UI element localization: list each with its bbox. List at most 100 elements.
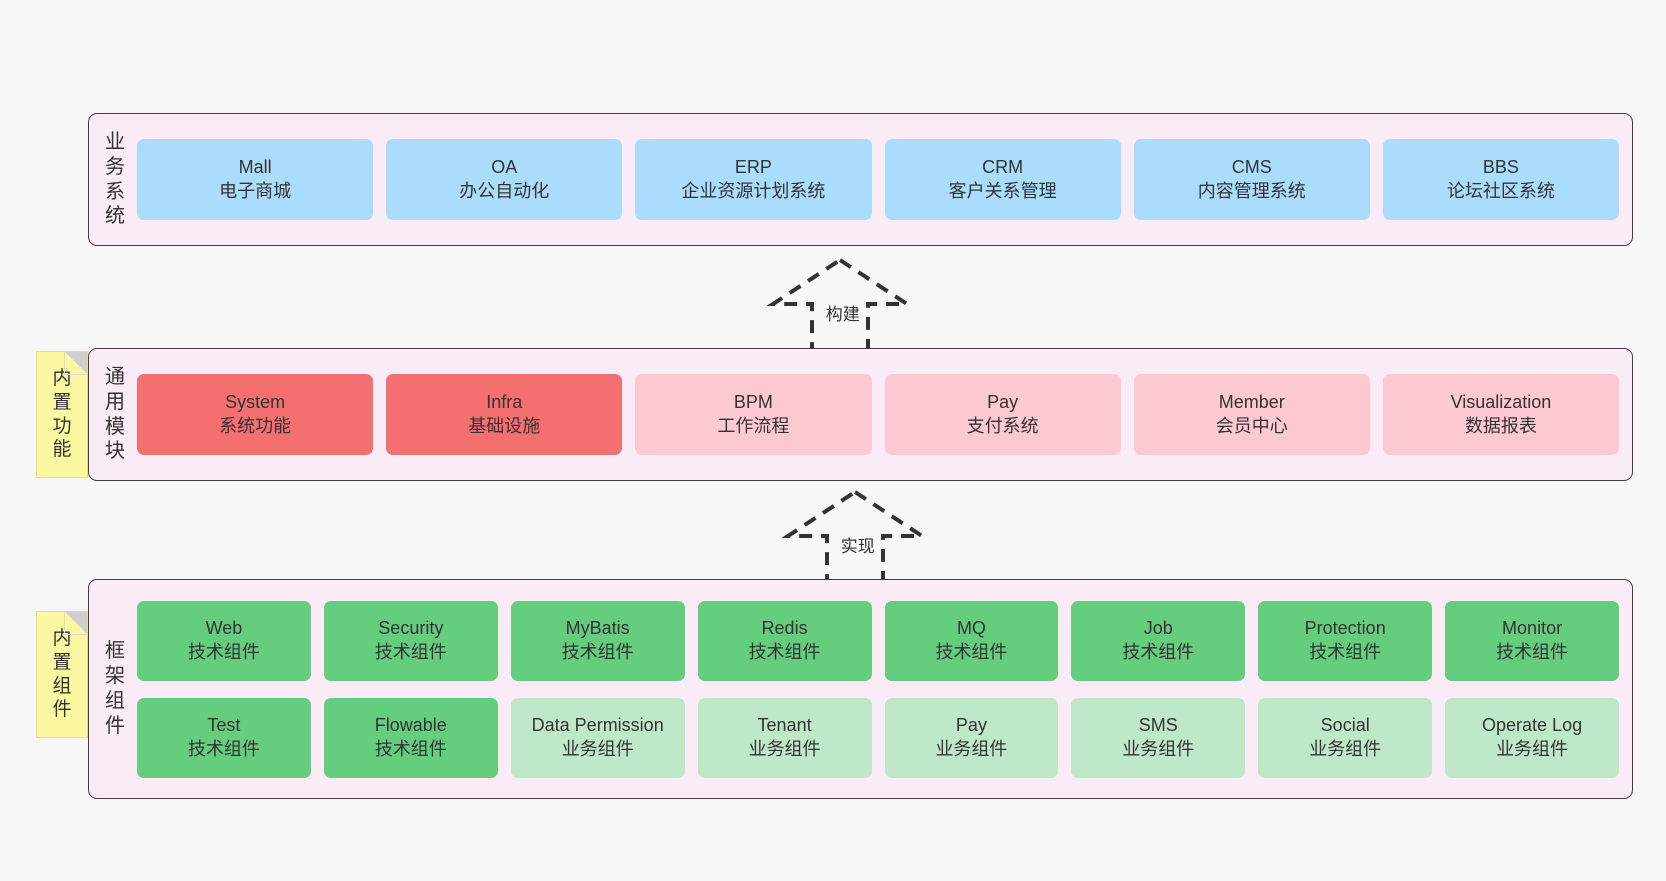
card-test-sub: 技术组件 <box>187 738 260 759</box>
card-sms[interactable]: SMS 业务组件 <box>1071 697 1246 778</box>
card-visualization-sub: 数据报表 <box>1464 415 1537 436</box>
arrow-realize-label: 实现 <box>840 537 875 556</box>
card-mq-name: MQ <box>956 618 986 639</box>
card-bbs-name: BBS <box>1482 157 1519 178</box>
card-oa-name: OA <box>491 157 518 178</box>
card-data-permission-sub: 业务组件 <box>561 738 634 759</box>
card-erp-name: ERP <box>734 157 772 178</box>
card-erp[interactable]: ERP 企业资源计划系统 <box>635 139 872 220</box>
card-social-name: Social <box>1320 715 1370 736</box>
card-system-sub: 系统功能 <box>219 415 292 436</box>
card-cms-sub: 内容管理系统 <box>1197 180 1306 201</box>
note-builtin-components[interactable]: 内 置 组 件 <box>36 611 88 738</box>
note-builtin-features-label: 内 置 功 能 <box>52 367 72 461</box>
card-oa-sub: 办公自动化 <box>459 180 550 201</box>
card-pay-module-name: Pay <box>987 392 1019 413</box>
card-data-permission-name: Data Permission <box>531 715 664 736</box>
card-row-modules: System 系统功能 Infra 基础设施 BPM 工作流程 Pay 支付系统… <box>137 374 1620 455</box>
arrow-build-label: 构建 <box>825 305 860 324</box>
card-protection-sub: 技术组件 <box>1309 641 1382 662</box>
card-sms-sub: 业务组件 <box>1122 738 1195 759</box>
layer-framework-components: 框 架 组 件 Web 技术组件 Security 技术组件 MyBatis 技… <box>88 579 1633 799</box>
note-builtin-components-label: 内 置 组 件 <box>52 627 72 721</box>
card-member-name: Member <box>1218 392 1285 413</box>
layer-title-framework: 框 架 组 件 <box>105 640 125 737</box>
card-bpm-sub: 工作流程 <box>717 415 790 436</box>
card-erp-sub: 企业资源计划系统 <box>681 180 826 201</box>
card-pay-module-sub: 支付系统 <box>966 415 1039 436</box>
layer-title-modules: 通 用 模 块 <box>105 365 125 463</box>
card-operate-log[interactable]: Operate Log 业务组件 <box>1445 697 1619 778</box>
card-bpm[interactable]: BPM 工作流程 <box>635 374 872 455</box>
note-builtin-features[interactable]: 内 置 功 能 <box>36 351 88 478</box>
arrow-build: 构建 <box>755 256 925 354</box>
card-pay-component-sub: 业务组件 <box>935 738 1008 759</box>
card-flowable-name: Flowable <box>374 715 447 736</box>
card-row-business: Mall 电子商城 OA 办公自动化 ERP 企业资源计划系统 CRM 客户关系… <box>137 139 1620 220</box>
card-test-name: Test <box>207 715 241 736</box>
card-crm-sub: 客户关系管理 <box>948 180 1057 201</box>
card-social-sub: 业务组件 <box>1309 738 1382 759</box>
card-crm-name: CRM <box>982 157 1024 178</box>
card-security-name: Security <box>378 618 444 639</box>
card-bbs[interactable]: BBS 论坛社区系统 <box>1382 139 1620 220</box>
card-member[interactable]: Member 会员中心 <box>1133 374 1370 455</box>
arrow-realize: 实现 <box>770 488 940 586</box>
card-redis[interactable]: Redis 技术组件 <box>697 600 872 681</box>
card-row-framework-business: Test 技术组件 Flowable 技术组件 Data Permission … <box>137 697 1619 778</box>
card-operate-log-name: Operate Log <box>1482 715 1583 736</box>
card-monitor-name: Monitor <box>1502 618 1563 639</box>
card-tenant-sub: 业务组件 <box>748 738 821 759</box>
cards-area-business: Mall 电子商城 OA 办公自动化 ERP 企业资源计划系统 CRM 客户关系… <box>137 114 1632 245</box>
card-infra[interactable]: Infra 基础设施 <box>386 374 623 455</box>
card-monitor[interactable]: Monitor 技术组件 <box>1445 600 1619 681</box>
card-security-sub: 技术组件 <box>374 641 447 662</box>
card-protection[interactable]: Protection 技术组件 <box>1258 600 1433 681</box>
card-cms-name: CMS <box>1231 157 1272 178</box>
card-bbs-sub: 论坛社区系统 <box>1446 180 1555 201</box>
card-pay-component[interactable]: Pay 业务组件 <box>884 697 1059 778</box>
card-sms-name: SMS <box>1138 715 1178 736</box>
card-system-name: System <box>225 392 286 413</box>
card-crm[interactable]: CRM 客户关系管理 <box>884 139 1121 220</box>
layer-common-modules: 通 用 模 块 System 系统功能 Infra 基础设施 BPM 工作流程 … <box>88 348 1633 481</box>
card-flowable-sub: 技术组件 <box>374 738 447 759</box>
card-operate-log-sub: 业务组件 <box>1496 738 1569 759</box>
card-job-name: Job <box>1143 618 1173 639</box>
card-member-sub: 会员中心 <box>1215 415 1288 436</box>
card-mq[interactable]: MQ 技术组件 <box>884 600 1059 681</box>
card-cms[interactable]: CMS 内容管理系统 <box>1133 139 1370 220</box>
card-infra-sub: 基础设施 <box>468 415 541 436</box>
card-pay-module[interactable]: Pay 支付系统 <box>884 374 1121 455</box>
cards-area-framework: Web 技术组件 Security 技术组件 MyBatis 技术组件 Redi… <box>137 580 1632 798</box>
card-mall-sub: 电子商城 <box>219 180 292 201</box>
card-infra-name: Infra <box>486 392 523 413</box>
card-mybatis-sub: 技术组件 <box>561 641 634 662</box>
cards-area-modules: System 系统功能 Infra 基础设施 BPM 工作流程 Pay 支付系统… <box>137 349 1632 480</box>
card-mall-name: Mall <box>238 157 272 178</box>
layer-business-systems: 业 务 系 统 Mall 电子商城 OA 办公自动化 ERP 企业资源计划系统 … <box>88 113 1633 246</box>
card-social[interactable]: Social 业务组件 <box>1258 697 1433 778</box>
card-mall[interactable]: Mall 电子商城 <box>137 139 374 220</box>
card-security[interactable]: Security 技术组件 <box>323 600 498 681</box>
card-tenant[interactable]: Tenant 业务组件 <box>697 697 872 778</box>
card-mybatis-name: MyBatis <box>565 618 630 639</box>
card-protection-name: Protection <box>1304 618 1386 639</box>
card-web[interactable]: Web 技术组件 <box>137 600 311 681</box>
card-job[interactable]: Job 技术组件 <box>1071 600 1246 681</box>
card-system[interactable]: System 系统功能 <box>137 374 374 455</box>
card-monitor-sub: 技术组件 <box>1496 641 1569 662</box>
card-oa[interactable]: OA 办公自动化 <box>386 139 623 220</box>
card-row-framework-tech: Web 技术组件 Security 技术组件 MyBatis 技术组件 Redi… <box>137 600 1619 681</box>
card-job-sub: 技术组件 <box>1122 641 1195 662</box>
card-mybatis[interactable]: MyBatis 技术组件 <box>510 600 685 681</box>
card-flowable[interactable]: Flowable 技术组件 <box>323 697 498 778</box>
card-web-sub: 技术组件 <box>187 641 260 662</box>
card-data-permission[interactable]: Data Permission 业务组件 <box>510 697 685 778</box>
card-test[interactable]: Test 技术组件 <box>137 697 311 778</box>
card-visualization[interactable]: Visualization 数据报表 <box>1382 374 1620 455</box>
card-mq-sub: 技术组件 <box>935 641 1008 662</box>
card-visualization-name: Visualization <box>1450 392 1552 413</box>
card-pay-component-name: Pay <box>955 715 987 736</box>
card-web-name: Web <box>205 618 243 639</box>
